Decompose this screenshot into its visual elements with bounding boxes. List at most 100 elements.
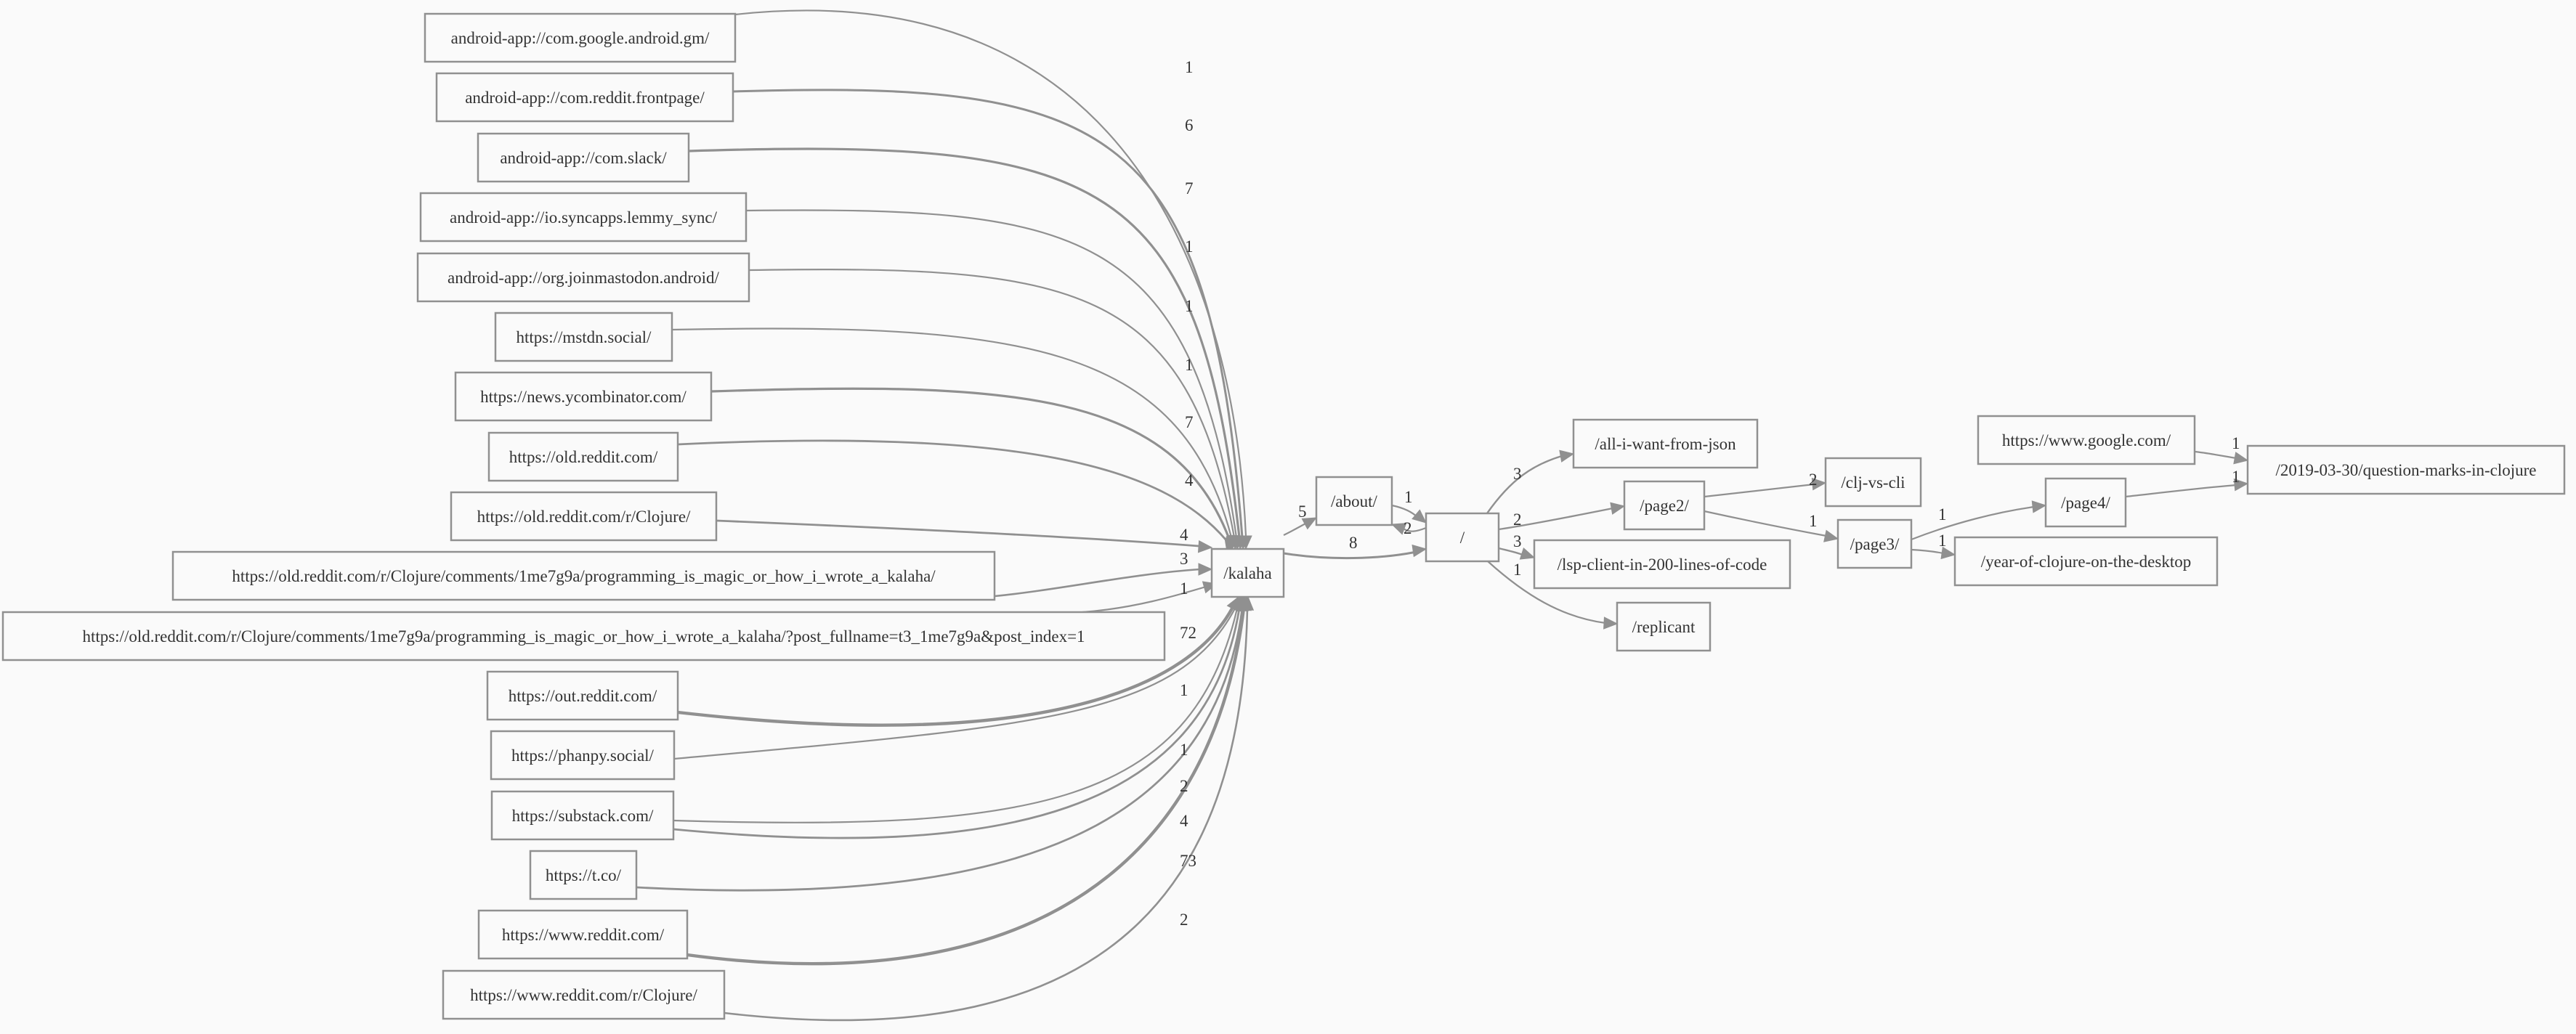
node-lemmy: android-app://io.syncapps.lemmy_sync/ [419, 192, 748, 243]
node-label: /page2/ [1640, 497, 1689, 515]
edges-layer [636, 9, 2249, 1022]
node-label: /clj-vs-cli [1841, 473, 1905, 492]
edge-arrowhead [1411, 509, 1427, 524]
node-page3: /page3/ [1836, 518, 1913, 569]
node-box [1623, 480, 1706, 531]
node-tco: https://t.co/ [529, 850, 638, 900]
edge-oldpostq-to-kalaha [1082, 585, 1207, 614]
edge-substack-to-kalaha [673, 608, 1239, 824]
edge-slack-to-kalaha [688, 147, 1241, 538]
edge-count-label: 1 [1185, 58, 1194, 76]
edge-count-label: 1 [1180, 681, 1188, 699]
edge-google-to-qm [2194, 450, 2237, 460]
node-label: /page3/ [1850, 535, 1900, 553]
edge-count-label: 3 [1513, 465, 1522, 483]
edge-count-label: 1 [1404, 488, 1413, 506]
node-label: https://mstdn.social/ [517, 328, 652, 346]
edge-arrowhead [1811, 477, 1827, 491]
node-label: android-app://io.syncapps.lemmy_sync/ [450, 208, 718, 227]
edge-page2-to-cljcli [1704, 483, 1815, 498]
edge-root-to-about [1403, 526, 1427, 532]
node-box [1533, 539, 1791, 590]
node-label: /about/ [1331, 492, 1377, 510]
edge-arrowhead [1940, 546, 1956, 560]
node-phanpy: https://phanpy.social/ [490, 730, 676, 781]
edge-oldpost-to-kalaha [994, 568, 1201, 598]
node-hn: https://news.ycombinator.com/ [454, 371, 713, 422]
edge-count-label: 1 [1513, 561, 1522, 579]
node-label: /replicant [1632, 618, 1696, 636]
edge-count-label: 2 [1809, 471, 1818, 489]
node-replicant: /replicant [1616, 601, 1712, 652]
edge-root-to-page2 [1498, 507, 1613, 531]
edge-count-label: 1 [2232, 434, 2240, 452]
node-label: https://www.google.com/ [2002, 431, 2171, 449]
node-gm: android-app://com.google.android.gm/ [424, 12, 737, 63]
node-label: /lsp-client-in-200-lines-of-code [1558, 555, 1767, 574]
node-label: https://phanpy.social/ [511, 746, 655, 765]
node-qm: /2019-03-30/question-marks-in-clojure [2246, 444, 2566, 495]
node-box [1953, 536, 2219, 587]
node-label: android-app://com.google.android.gm/ [451, 29, 710, 47]
edge-count-label: 3 [1513, 532, 1522, 550]
edge-arrowhead [2233, 478, 2249, 492]
edge-arrowhead [1610, 502, 1626, 515]
edge-page4-to-qm [2125, 484, 2237, 498]
edge-count-label: 1 [1180, 579, 1188, 598]
edge-count-label: 7 [1185, 413, 1194, 431]
node-label: https://www.reddit.com/r/Clojure/ [470, 986, 697, 1004]
node-box [1572, 418, 1759, 469]
node-box [2044, 477, 2127, 528]
node-label: https://old.reddit.com/r/Clojure/comment… [82, 627, 1085, 646]
node-json: /all-i-want-from-json [1572, 418, 1759, 469]
node-oldpostq: https://old.reddit.com/r/Clojure/comment… [1, 611, 1166, 661]
edge-count-label: 3 [1180, 550, 1188, 568]
edge-count-label: 2 [1513, 510, 1522, 529]
edge-rfp-to-kalaha [732, 89, 1244, 538]
edge-page3-to-yoc [1911, 548, 1944, 555]
node-oldpost: https://old.reddit.com/r/Clojure/comment… [171, 550, 996, 601]
edge-count-label: 73 [1180, 852, 1196, 870]
edge-tco-to-kalaha [636, 608, 1244, 892]
edge-arrowhead [1198, 563, 1213, 576]
node-label: /kalaha [1223, 564, 1271, 582]
edge-gm-to-kalaha [734, 9, 1247, 537]
node-rfp: android-app://com.reddit.frontpage/ [435, 72, 734, 123]
node-label: /all-i-want-from-json [1595, 435, 1736, 453]
edge-phanpy-to-kalaha [673, 608, 1236, 760]
edge-arrowhead [1559, 449, 1575, 463]
node-label: https://substack.com/ [512, 807, 654, 825]
edge-count-label: 1 [1938, 532, 1947, 550]
edge-substack-to-kalaha [673, 608, 1241, 839]
edge-count-label: 72 [1180, 624, 1196, 642]
node-page4: /page4/ [2044, 477, 2127, 528]
edge-root-to-replicant [1487, 561, 1606, 624]
node-box [416, 252, 750, 303]
edge-count-label: 1 [1185, 237, 1194, 256]
node-cljcli: /clj-vs-cli [1824, 457, 1922, 508]
edge-count-label: 8 [1349, 534, 1358, 552]
edge-arrowhead [1197, 540, 1213, 553]
edge-mstdn-to-kalaha [671, 327, 1233, 538]
edge-oldreddit-to-kalaha [677, 439, 1228, 541]
node-page2: /page2/ [1623, 480, 1706, 531]
edge-arrowhead [1301, 517, 1318, 530]
node-label: android-app://org.joinmastodon.android/ [447, 269, 720, 287]
node-label: /page4/ [2061, 494, 2110, 512]
node-root: / [1425, 512, 1500, 563]
nodes-layer: android-app://com.google.android.gm/andr… [1, 12, 2566, 1020]
node-lsp: /lsp-client-in-200-lines-of-code [1533, 539, 1791, 590]
node-label: https://out.reddit.com/ [509, 687, 657, 705]
node-label: android-app://com.reddit.frontpage/ [465, 89, 705, 107]
edge-count-label: 7 [1185, 179, 1194, 198]
edge-arrowhead [1519, 547, 1536, 560]
node-oldclj: https://old.reddit.com/r/Clojure/ [450, 491, 718, 542]
node-box [1, 611, 1166, 661]
node-about: /about/ [1315, 476, 1393, 526]
node-label: https://old.reddit.com/r/Clojure/ [477, 508, 691, 526]
edge-arrowhead [1411, 544, 1427, 558]
edge-count-label: 4 [1185, 471, 1194, 489]
edge-count-label: 4 [1180, 812, 1188, 830]
